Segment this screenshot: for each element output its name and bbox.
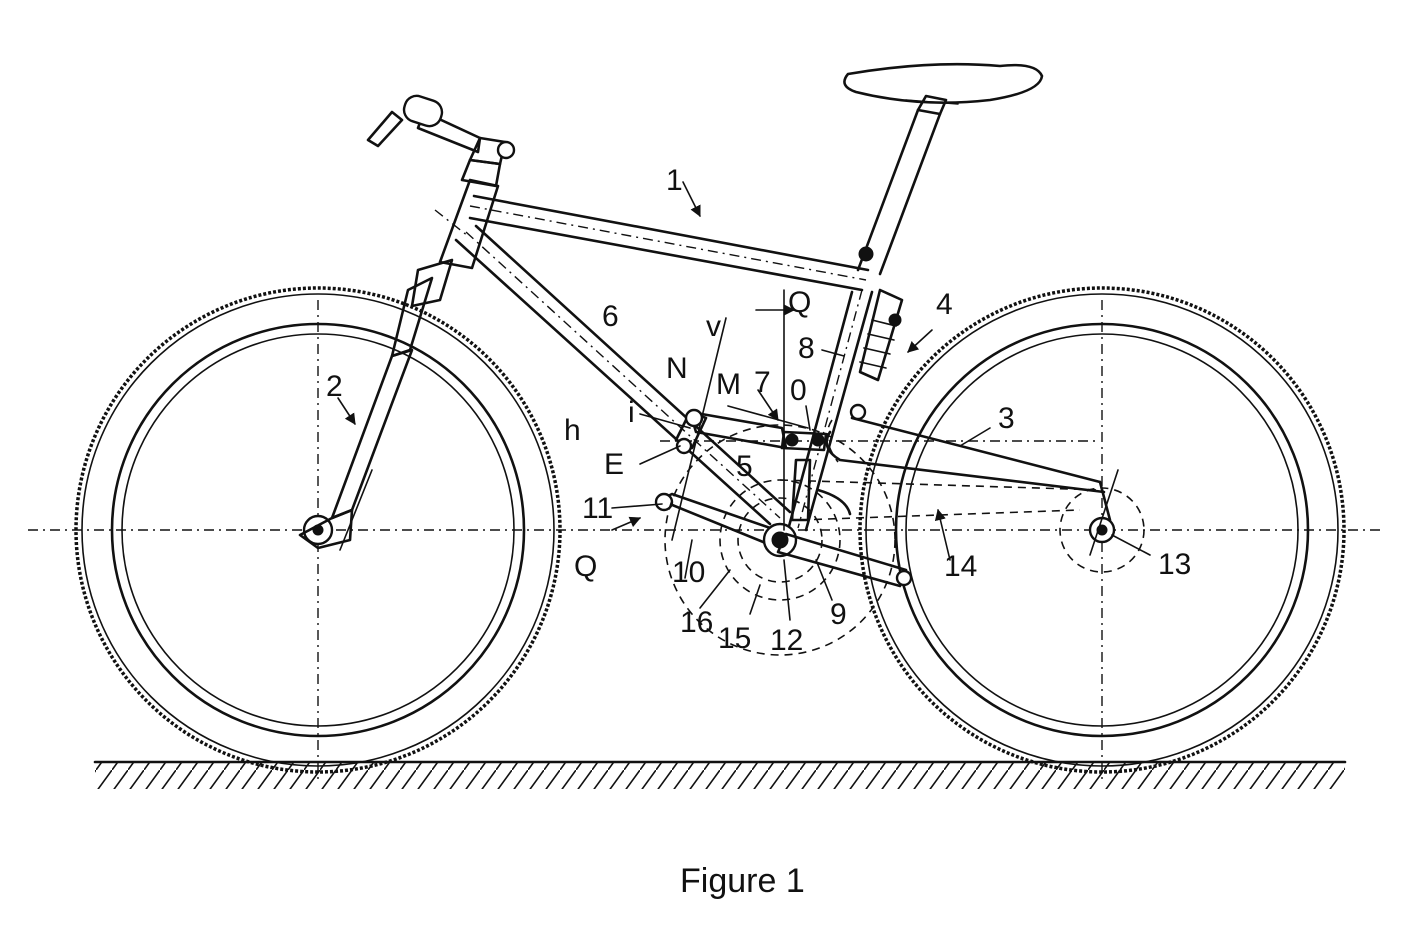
label-6: 6 [602,300,619,333]
label-15: 15 [718,622,751,655]
label-7: 7 [754,366,771,399]
cockpit [366,94,516,270]
down-tube [454,224,792,526]
annotation-leaders [337,181,1151,621]
label-Q-bottom: Q [574,550,597,583]
label-M: M [716,368,741,401]
front-fork [298,258,454,551]
top-tube [468,194,870,292]
label-Q-top: Q [788,286,811,319]
front-wheel [74,286,562,774]
label-5: 5 [736,450,753,483]
center-lines [28,209,1380,780]
label-12: 12 [770,624,803,657]
part-labels: 1 2 3 4 5 6 7 8 9 10 11 12 13 14 15 16 N… [326,164,1191,657]
label-v: v [706,310,721,343]
label-i: i [628,396,635,429]
label-h: h [564,414,581,447]
label-11: 11 [582,492,613,525]
rear-wheel [858,286,1346,774]
label-9: 9 [830,598,847,631]
label-2: 2 [326,370,343,403]
seat-assembly [786,62,1044,532]
label-10: 10 [672,556,705,589]
label-1: 1 [666,164,683,197]
label-16: 16 [680,606,713,639]
label-3: 3 [998,402,1015,435]
label-O: 0 [790,374,807,407]
label-14: 14 [944,550,977,583]
rear-shock [849,288,904,421]
ground [93,760,1347,789]
label-4: 4 [936,288,953,321]
label-N: N [666,352,688,385]
label-13: 13 [1158,548,1191,581]
figure-caption: Figure 1 [680,862,805,900]
drivetrain [664,424,1103,656]
label-8: 8 [798,332,815,365]
label-E: E [604,448,624,481]
